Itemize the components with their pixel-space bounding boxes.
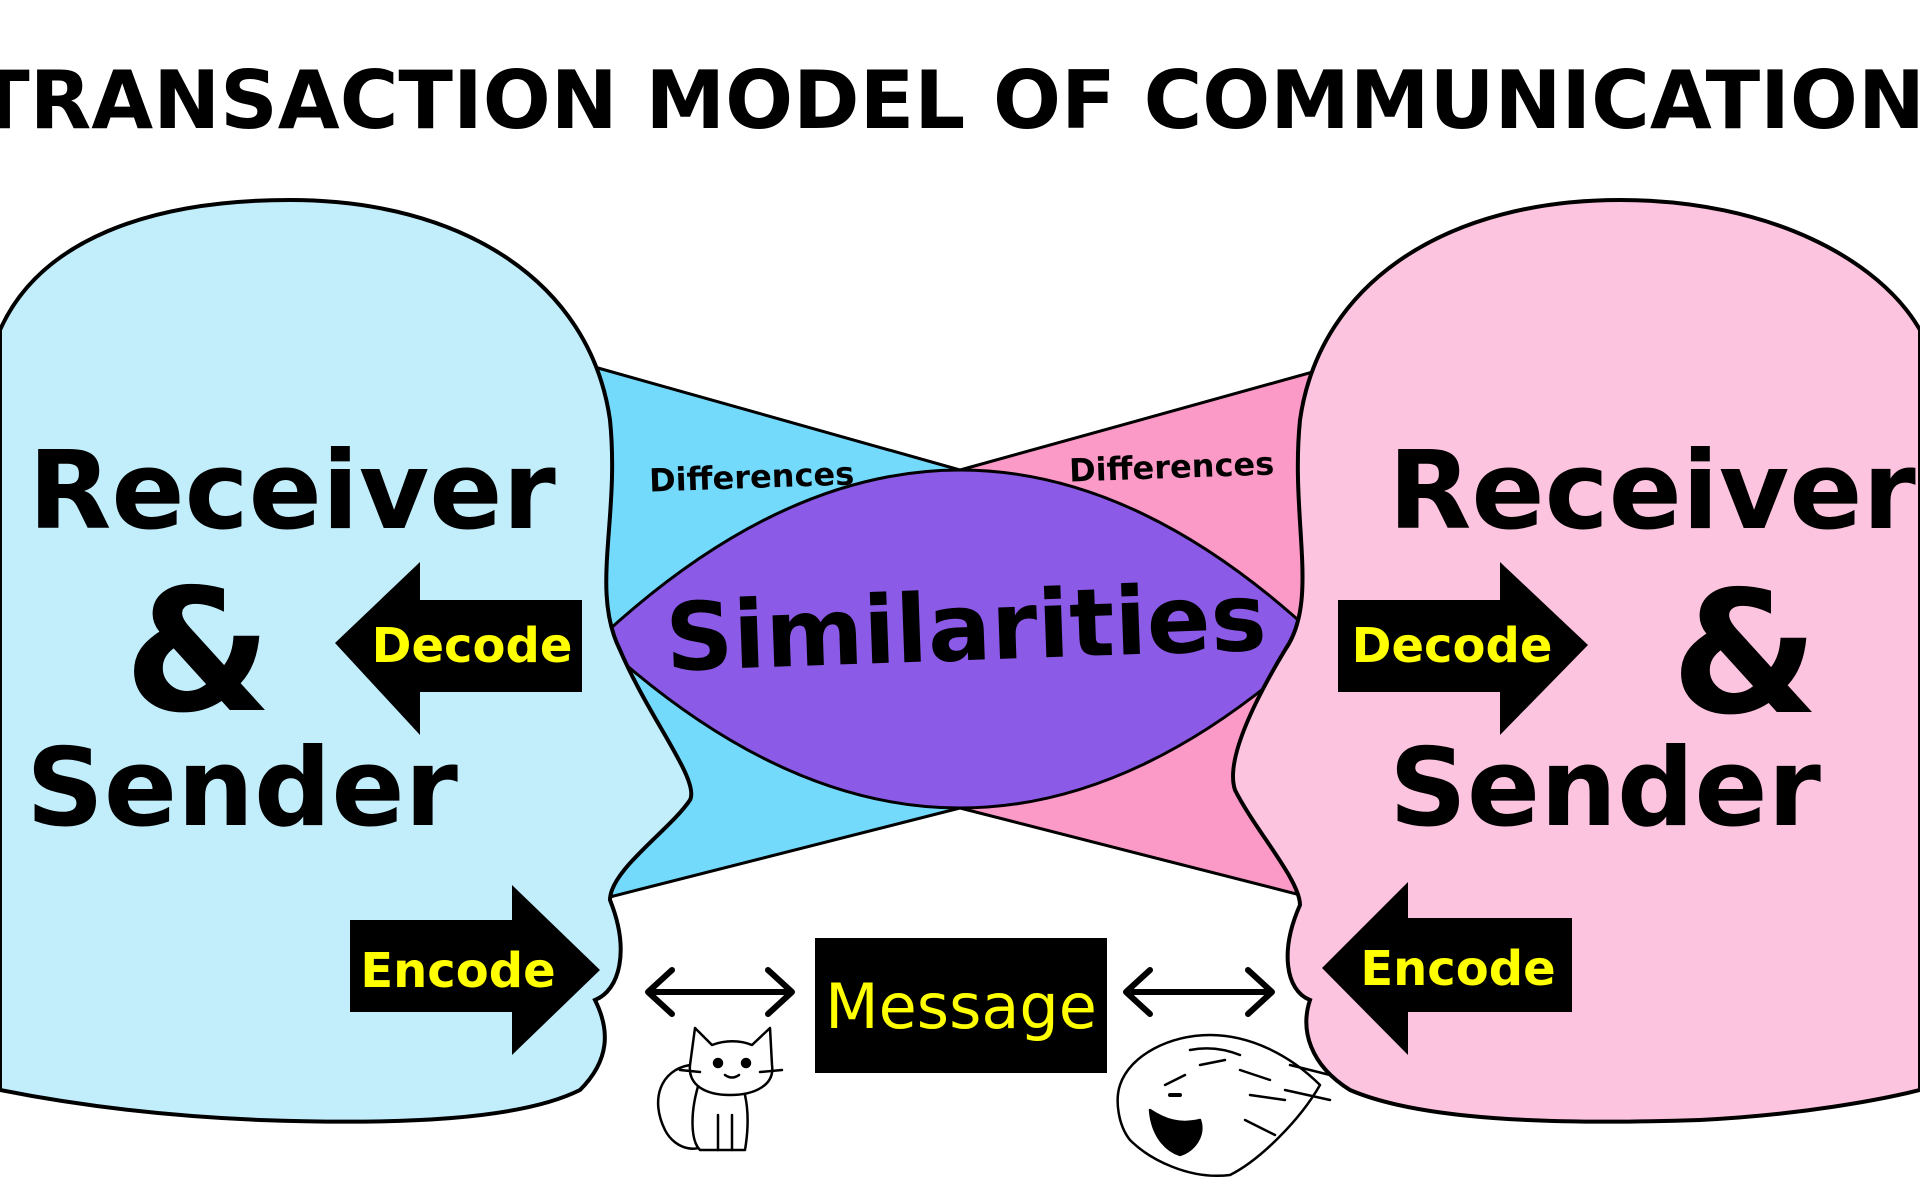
- message-label: Message: [825, 970, 1097, 1043]
- right-decode-arrow: [1338, 562, 1588, 735]
- similarities-label: Similarities: [664, 564, 1269, 694]
- right-encode-arrow: [1322, 882, 1572, 1055]
- left-decode-label: Decode: [372, 618, 573, 674]
- page-title: TRANSACTION MODEL OF COMMUNICATION: [0, 54, 1920, 147]
- left-encode-label: Encode: [360, 943, 555, 999]
- left-sender-label: Sender: [26, 726, 458, 851]
- right-encode-label: Encode: [1360, 941, 1555, 997]
- right-decode-label: Decode: [1352, 618, 1553, 674]
- double-arrow-icon: [1123, 967, 1275, 1017]
- cat-sketch-icon: [656, 1026, 784, 1152]
- left-receiver-label: Receiver: [28, 429, 556, 554]
- differences-label-left: Differences: [648, 454, 854, 499]
- left-decode-arrow: [335, 562, 582, 735]
- left-ampersand-label: &: [124, 553, 272, 751]
- double-arrow-icon: [645, 967, 795, 1017]
- right-ampersand-label: &: [1671, 555, 1819, 753]
- right-receiver-label: Receiver: [1388, 429, 1916, 554]
- differences-label-right: Differences: [1068, 444, 1274, 489]
- message-box: [815, 938, 1107, 1073]
- tiger-sketch-icon: [1116, 1033, 1332, 1178]
- left-head-silhouette: [0, 197, 694, 1124]
- right-sender-label: Sender: [1389, 726, 1821, 851]
- left-encode-arrow: [350, 885, 600, 1055]
